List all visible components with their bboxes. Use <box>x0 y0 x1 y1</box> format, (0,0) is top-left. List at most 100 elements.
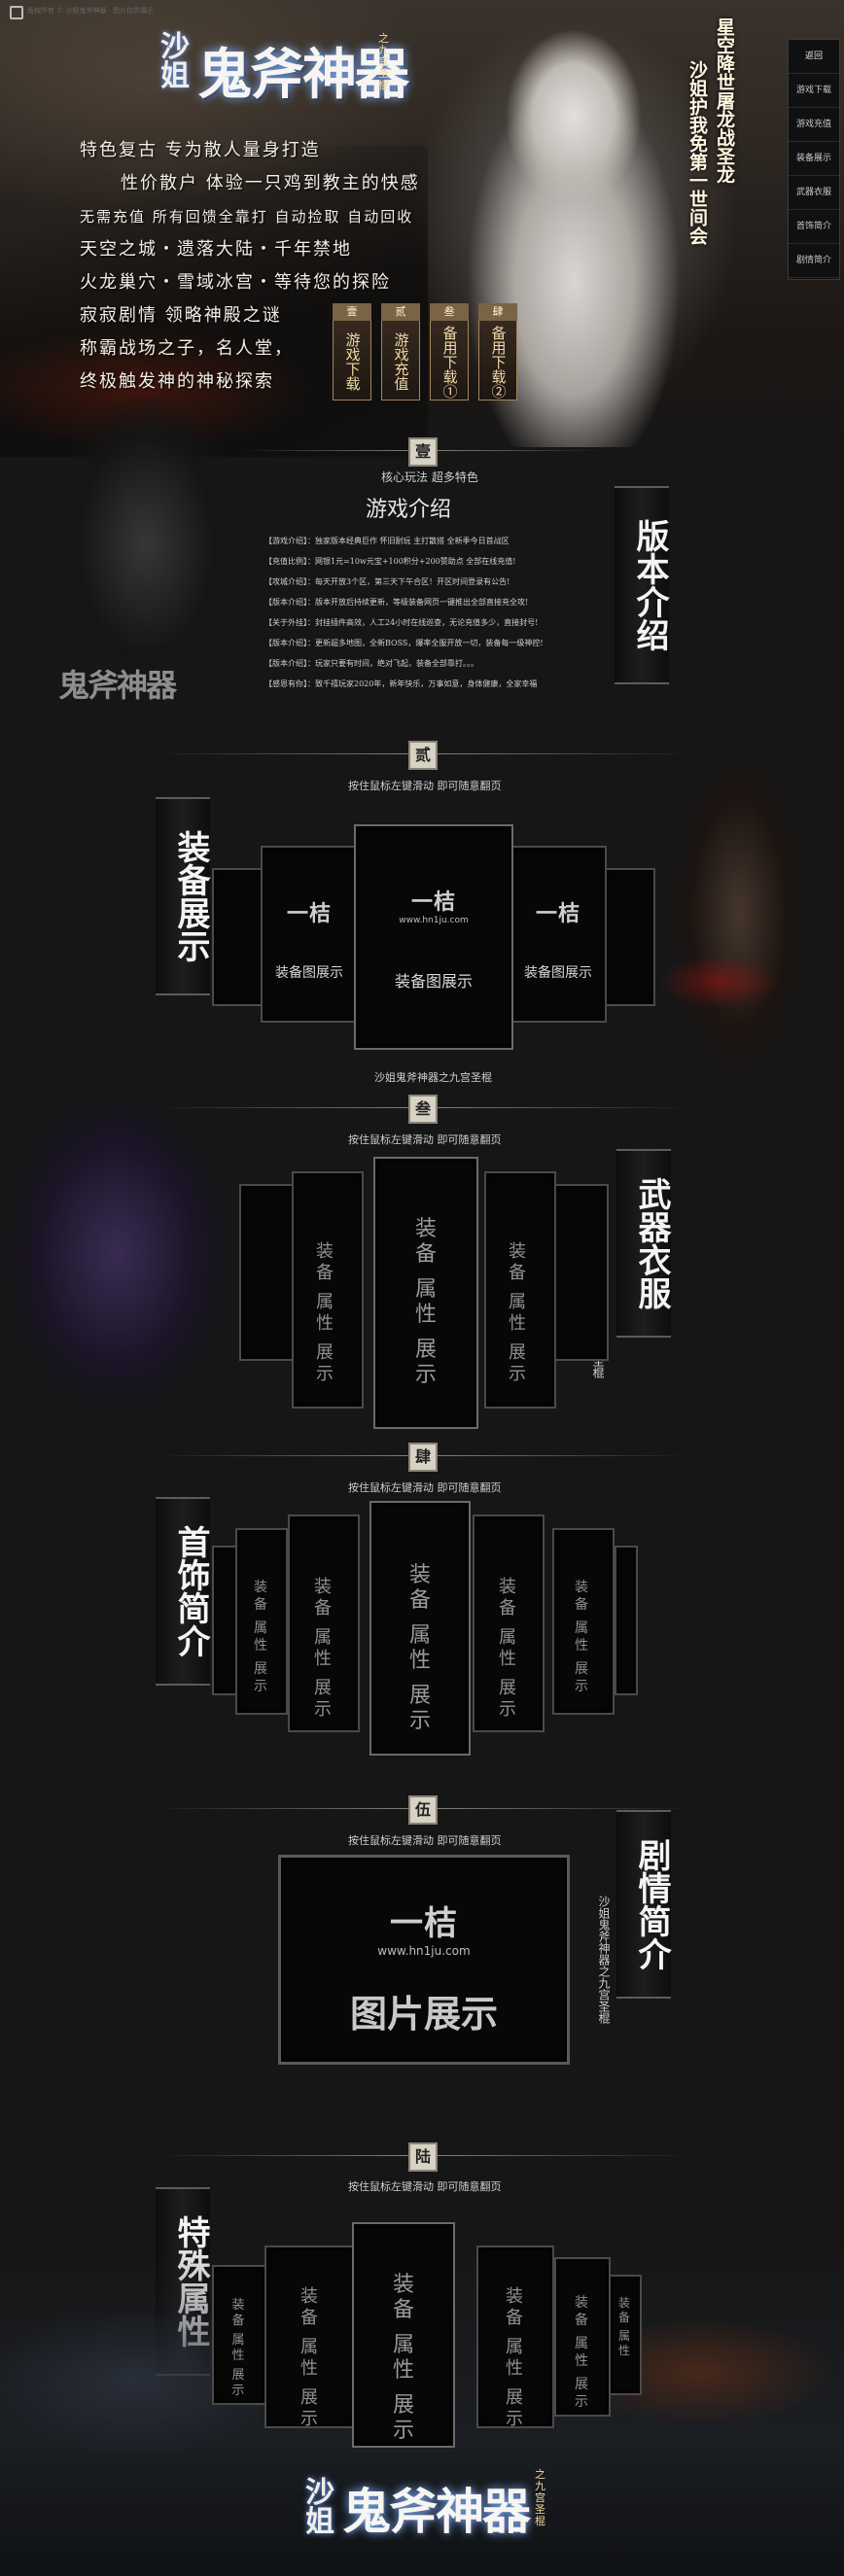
card-text-line: 装备 <box>499 1577 516 1619</box>
card-text-line: 展示 <box>316 1342 334 1384</box>
card-text-line: 属性 <box>414 1277 437 1327</box>
card-text-line: 展示 <box>300 2387 318 2429</box>
button-index: 叁 <box>430 303 469 321</box>
card-text-line: 装备 <box>231 2298 245 2328</box>
card-text: 装备 属性 <box>615 2296 634 2358</box>
game-recharge-button[interactable]: 贰 游戏充值 <box>381 303 420 400</box>
equipment-card[interactable] <box>212 868 264 1006</box>
card-text-line: 属性 <box>509 1292 526 1334</box>
hero-banner: 版权所有 © 沙姐鬼斧神器 · 图片仅供展示 沙姐 鬼斧神器 之九宫圣棍 特色复… <box>0 0 844 457</box>
brand-name: 一桔 <box>390 1904 458 1943</box>
equipment-card[interactable] <box>603 868 655 1006</box>
section-1-kicker: 核心玩法 超多特色 <box>381 470 478 484</box>
section-1-side-title: 版本介绍 <box>615 486 669 684</box>
section-5-side-title: 剧情简介 <box>616 1810 671 1999</box>
card-label: 装备图展示 <box>394 972 473 991</box>
attribute-card[interactable] <box>552 1184 609 1361</box>
backup-download-1-button[interactable]: 叁 备用下载① <box>430 303 469 400</box>
site-logo-icon <box>10 6 23 19</box>
attribute-card-featured[interactable]: 装备 属性 展示 <box>369 1501 471 1756</box>
attribute-card[interactable]: 装备 属性 展示 <box>288 1514 360 1732</box>
card-label: 装备图展示 <box>275 965 343 981</box>
hero-feature-copy: 特色复古 专为散人量身打造 性价散户 体验一只鸡到教主的快感 无需充值 所有回馈… <box>80 134 449 399</box>
attribute-card[interactable]: 装备 属性 展示 <box>554 2257 611 2417</box>
section-2-side-title: 装备展示 <box>156 797 210 995</box>
section-1-heading: 游戏介绍 <box>366 498 452 522</box>
attribute-card[interactable]: 装备 属性 展示 <box>476 2245 554 2430</box>
attribute-card[interactable]: 装备 属性 展示 <box>552 1528 615 1715</box>
equipment-card[interactable]: 一桔 装备图展示 <box>261 846 358 1023</box>
card-text: 装备 属性 展示 <box>311 1577 334 1721</box>
card-text: 装备 属性 展示 <box>390 2273 417 2444</box>
attribute-card[interactable]: 装备 属性 展示 <box>484 1171 556 1409</box>
attribute-card-featured[interactable]: 装备 属性 展示 <box>373 1157 478 1429</box>
card-text-line: 属性 <box>506 2337 523 2379</box>
hero-copy-line: 火龙巢穴・雪域冰宫・等待您的探险 <box>80 272 391 293</box>
story-image-frame[interactable]: 一桔 www.hn1ju.com 图片展示 <box>278 1855 570 2065</box>
card-text-line: 装备 <box>316 1241 334 1283</box>
attribute-card[interactable] <box>615 1546 638 1695</box>
intro-line: 【感恩有你】：致千禧玩家2020年，新年快乐，万事如意，身体健康，全家幸福 <box>264 679 538 688</box>
card-text-line: 装备 <box>300 2286 318 2328</box>
card-text-line: 展示 <box>254 1661 267 1694</box>
skeleton-warrior-art <box>19 399 263 729</box>
attribute-card[interactable]: 装备 属性 展示 <box>264 2245 356 2430</box>
watermark-logo-title: 鬼斧神器 <box>58 667 177 704</box>
image-placeholder-label: 图片展示 <box>349 1993 498 2036</box>
card-text-line: 装备 <box>617 2296 630 2324</box>
card-text-line: 属性 <box>575 1620 588 1654</box>
card-text: 装备 属性 展示 <box>506 1241 529 1385</box>
nav-item-story[interactable]: 剧情简介 <box>789 244 839 278</box>
card-text-line: 装备 <box>506 2286 523 2328</box>
nav-item-home[interactable]: 返回 <box>789 40 839 74</box>
card-label: 装备图展示 <box>524 965 592 981</box>
nav-item-equipment[interactable]: 装备展示 <box>789 142 839 176</box>
card-text-line: 装备 <box>392 2273 414 2322</box>
attribute-card[interactable] <box>239 1184 296 1361</box>
equipment-card-featured[interactable]: 一桔 www.hn1ju.com 装备图展示 <box>354 824 513 1050</box>
nav-item-weapons[interactable]: 武器衣服 <box>789 176 839 210</box>
card-text-line: 展示 <box>575 2377 588 2410</box>
attribute-card[interactable]: 装备 属性 展示 <box>212 2265 266 2405</box>
card-text: 装备 属性 展示 <box>496 1577 519 1721</box>
card-text: 装备 属性 展示 <box>229 2298 248 2399</box>
nav-item-jewelry[interactable]: 首饰简介 <box>789 210 839 244</box>
footer-logo-subtitle: 之九宫圣棍 <box>535 2468 545 2527</box>
card-text-line: 属性 <box>575 2336 588 2369</box>
intro-line: 【充值比例】：网银1元=10w元宝+100积分+200赞助点 全部在线充值! <box>264 557 516 566</box>
attribute-card[interactable]: 装备 属性 展示 <box>473 1514 545 1732</box>
backup-download-2-button[interactable]: 肆 备用下载② <box>478 303 517 400</box>
button-label: 备用下载① <box>440 325 459 399</box>
card-text-line: 装备 <box>408 1563 431 1613</box>
card-text-line: 属性 <box>499 1627 516 1669</box>
slogan-vertical-2: 沙姐护我免第一世间会 <box>686 60 708 245</box>
attribute-card[interactable]: 装备 属性 <box>609 2275 642 2395</box>
brand-name: 一桔 <box>410 890 456 915</box>
card-text-line: 展示 <box>506 2387 523 2429</box>
card-text: 装备 属性 展示 <box>313 1241 336 1385</box>
equipment-card[interactable]: 一桔 装备图展示 <box>510 846 607 1023</box>
attribute-card[interactable]: 装备 属性 展示 <box>235 1528 288 1715</box>
card-text-line: 装备 <box>509 1241 526 1283</box>
card-text-line: 展示 <box>509 1342 526 1384</box>
card-text-line: 展示 <box>231 2368 245 2398</box>
card-text-line: 装备 <box>314 1577 332 1619</box>
hero-copy-line: 寂寂剧情 领略神殿之谜 <box>80 305 282 326</box>
card-text: 装备 属性 展示 <box>298 2286 321 2430</box>
button-index: 肆 <box>478 303 517 321</box>
brand-name: 一桔 <box>286 902 332 926</box>
card-text-line: 属性 <box>408 1623 431 1673</box>
watermark-logo: 鬼斧神器 <box>39 661 214 719</box>
nav-item-recharge[interactable]: 游戏充值 <box>789 108 839 142</box>
card-text-line: 展示 <box>575 1661 588 1694</box>
attribute-card[interactable]: 装备 属性 展示 <box>292 1171 364 1409</box>
side-navigation: 返回 游戏下载 游戏充值 装备展示 武器衣服 首饰简介 剧情简介 <box>788 39 840 280</box>
nav-item-download[interactable]: 游戏下载 <box>789 74 839 108</box>
hero-copy-line: 天空之城・遗落大陆・千年禁地 <box>80 239 352 260</box>
game-download-button[interactable]: 壹 游戏下载 <box>333 303 371 400</box>
card-text-line: 属性 <box>392 2333 414 2383</box>
attribute-card-featured[interactable]: 装备 属性 展示 <box>352 2222 455 2448</box>
button-label: 游戏下载 <box>343 332 362 391</box>
intro-line: 【游戏介绍】：独家版本经典巨作 怀旧耐玩 主打散搭 全新季今日首战区 <box>264 537 510 545</box>
card-text: 装备 属性 展示 <box>503 2286 526 2430</box>
